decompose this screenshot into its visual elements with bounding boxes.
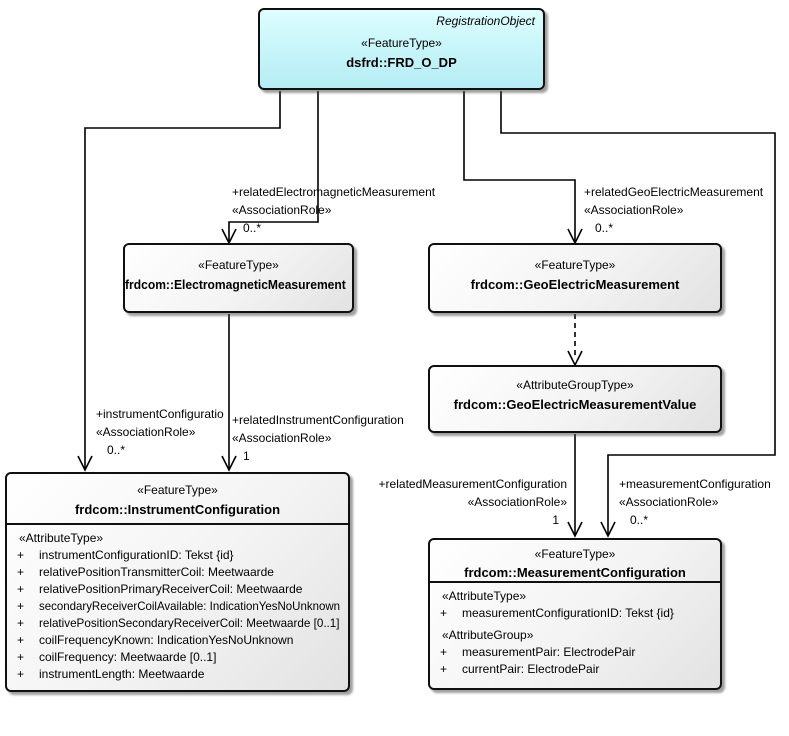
arrowhead-related-instrument-configuration-icon: [221, 455, 237, 472]
attribute-row: + secondaryReceiverCoilAvailable: Indicat…: [7, 598, 348, 615]
role-name: +relatedGeoElectricMeasurement: [584, 185, 764, 199]
arrowhead-related-measurement-configuration-icon: [567, 521, 583, 538]
arrowhead-instrument-configuration-icon: [77, 455, 93, 472]
attribute-text: currentPair: ElectrodePair: [462, 662, 600, 676]
class-frdcom-geo-electric-measurement[interactable]: «FeatureType» frdcom::GeoElectricMeasure…: [428, 243, 722, 313]
class-name: frdcom::GeoElectricMeasurement: [470, 277, 680, 292]
assoc-line-instrument-configuration: [84, 91, 281, 468]
attribute-row: + coilFrequencyKnown: IndicationYesNoUnkn…: [7, 632, 348, 649]
multiplicity: 0..*: [243, 221, 262, 235]
visibility-plus: +: [440, 662, 448, 676]
attribute-row: + relativePositionTransmitterCoil: Meetwa…: [7, 564, 348, 581]
assoc-label-instrument-configuration: +instrumentConfiguratio «AssociationRole…: [96, 405, 224, 459]
stereotype-label: «AssociationRole»: [96, 425, 196, 439]
class-name: frdcom::MeasurementConfiguration: [464, 565, 686, 580]
attribute-text: instrumentConfigurationID: Tekst {id}: [39, 548, 234, 562]
attribute-text: relativePositionPrimaryReceiverCoil: Mee…: [39, 582, 303, 596]
attribute-text: relativePositionSecondaryReceiverCoil: M…: [39, 616, 340, 630]
visibility-plus: +: [17, 565, 25, 579]
assoc-line-measurement-configuration: [500, 91, 776, 534]
class-frdcom-measurement-configuration[interactable]: «FeatureType» frdcom::MeasurementConfigu…: [428, 538, 722, 690]
role-name: +relatedInstrumentConfiguration: [232, 413, 404, 427]
attribute-text: measurementPair: ElectrodePair: [462, 645, 636, 659]
visibility-plus: +: [17, 599, 25, 613]
class-name: frdcom::ElectromagneticMeasurement: [125, 277, 346, 292]
stereotype-label: «AssociationRole»: [232, 431, 332, 445]
stereotype-label: «FeatureType»: [137, 483, 218, 497]
role-name: +relatedMeasurementConfiguration: [378, 477, 567, 491]
multiplicity: 1: [552, 513, 559, 527]
role-name: +instrumentConfiguratio: [96, 407, 224, 421]
multiplicity: 0..*: [630, 513, 649, 527]
attribute-text: measurementConfigurationID: Tekst {id}: [462, 606, 674, 620]
attribute-compartment: «AttributeType» + instrumentConfiguration…: [7, 523, 348, 690]
attribute-section-header: «AttributeType»: [19, 531, 104, 545]
visibility-plus: +: [17, 582, 25, 596]
visibility-plus: +: [17, 616, 25, 630]
role-name: +measurementConfiguration: [619, 477, 771, 491]
attribute-text: secondaryReceiverCoilAvailable: Indicati…: [39, 599, 341, 613]
attribute-row: + measurementPair: ElectrodePair: [430, 644, 720, 661]
attribute-row: + currentPair: ElectrodePair: [430, 661, 720, 678]
assoc-label-related-measurement-configuration: +relatedMeasurementConfiguration «Associ…: [360, 475, 567, 529]
attribute-row: + instrumentLength: Meetwaarde: [7, 666, 348, 683]
class-frdcom-instrument-configuration[interactable]: «FeatureType» frdcom::InstrumentConfigur…: [5, 472, 350, 692]
corner-tag-registration-object: RegistrationObject: [436, 14, 535, 28]
visibility-plus: +: [17, 633, 25, 647]
attribute-section-header: «AttributeType»: [442, 589, 527, 603]
attribute-text: coilFrequency: Meetwaarde [0..1]: [39, 650, 217, 664]
attribute-row: + coilFrequency: Meetwaarde [0..1]: [7, 649, 348, 666]
assoc-label-related-electromagnetic-measurement: +relatedElectromagneticMeasurement «Asso…: [232, 183, 435, 237]
multiplicity: 0..*: [107, 443, 126, 457]
assoc-label-related-instrument-configuration: +relatedInstrumentConfiguration «Associa…: [232, 411, 404, 465]
attribute-row: + relativePositionSecondaryReceiverCoil: …: [7, 615, 348, 632]
assoc-line-related-geo-electric-measurement: [463, 91, 576, 241]
attribute-compartment: «AttributeType» + measurementConfiguratio…: [430, 581, 720, 688]
role-name: +relatedElectromagneticMeasurement: [232, 185, 436, 199]
class-dsfrd-frd-o-dp[interactable]: RegistrationObject «FeatureType» dsfrd::…: [258, 8, 545, 90]
stereotype-label: «AttributeGroupType»: [516, 378, 634, 392]
class-name: frdcom::GeoElectricMeasurementValue: [453, 397, 697, 412]
attribute-row: + instrumentConfigurationID: Tekst {id}: [7, 547, 348, 564]
visibility-plus: +: [440, 645, 448, 659]
attribute-text: relativePositionTransmitterCoil: Meetwaa…: [39, 565, 274, 579]
class-name: dsfrd::FRD_O_DP: [346, 55, 457, 70]
attribute-text: instrumentLength: Meetwaarde: [39, 667, 205, 681]
visibility-plus: +: [17, 650, 25, 664]
attribute-row: + measurementConfigurationID: Tekst {id}: [430, 605, 720, 622]
stereotype-label: «FeatureType»: [534, 547, 616, 561]
stereotype-label: «FeatureType»: [534, 258, 616, 272]
visibility-plus: +: [440, 606, 448, 620]
assoc-label-related-geo-electric-measurement: +relatedGeoElectricMeasurement «Associat…: [584, 183, 763, 237]
visibility-plus: +: [17, 667, 25, 681]
multiplicity: 0..*: [595, 221, 614, 235]
attribute-text: coilFrequencyKnown: IndicationYesNoUnkno…: [39, 633, 294, 647]
arrowhead-measurement-configuration-icon: [600, 521, 616, 538]
attribute-section-header: «AttributeGroup»: [442, 628, 534, 642]
attribute-row: + relativePositionPrimaryReceiverCoil: Me…: [7, 581, 348, 598]
stereotype-label: «AssociationRole»: [619, 495, 719, 509]
stereotype-label: «FeatureType»: [361, 36, 442, 50]
assoc-label-measurement-configuration: +measurementConfiguration «AssociationRo…: [619, 475, 771, 529]
stereotype-label: «FeatureType»: [198, 258, 279, 272]
stereotype-label: «AssociationRole»: [584, 203, 684, 217]
class-frdcom-electromagnetic-measurement[interactable]: «FeatureType» frdcom::ElectromagneticMea…: [123, 243, 354, 313]
class-name: frdcom::InstrumentConfiguration: [74, 502, 281, 517]
assoc-line-related-electromagnetic-measurement: [228, 91, 319, 241]
class-frdcom-geo-electric-measurement-value[interactable]: «AttributeGroupType» frdcom::GeoElectric…: [428, 365, 722, 433]
stereotype-label: «AssociationRole»: [467, 495, 567, 509]
stereotype-label: «AssociationRole»: [232, 203, 332, 217]
multiplicity: 1: [243, 449, 250, 463]
visibility-plus: +: [17, 548, 25, 562]
